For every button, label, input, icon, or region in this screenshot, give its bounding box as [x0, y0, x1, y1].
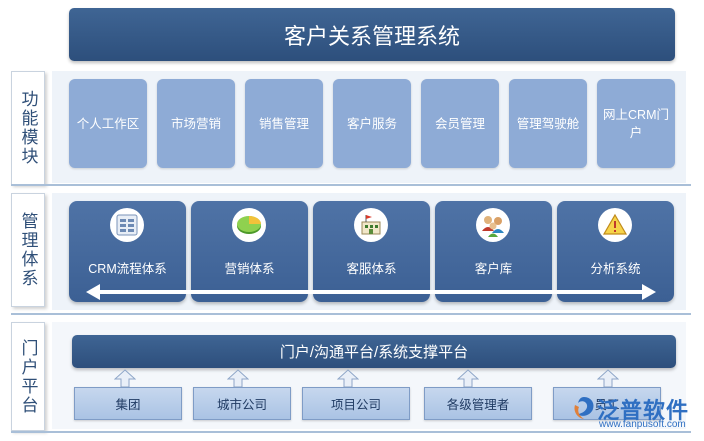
- module-customer-service[interactable]: 客户服务: [333, 79, 411, 168]
- separator: [11, 313, 691, 315]
- system-marketing[interactable]: 营销体系: [191, 201, 308, 302]
- separator: [11, 431, 691, 433]
- module-sales[interactable]: 销售管理: [245, 79, 323, 168]
- section-label-portal: 门户平台: [11, 322, 45, 431]
- module-dashboard[interactable]: 管理驾驶舱: [509, 79, 587, 168]
- system-label: 营销体系: [224, 262, 275, 276]
- entity-project-company[interactable]: 项目公司: [302, 387, 410, 420]
- system-label: 分析系统: [590, 262, 641, 276]
- logo-url: www.fanpusoft.com: [599, 419, 686, 430]
- module-membership[interactable]: 会员管理: [421, 79, 499, 168]
- logo-name: 泛普软件: [597, 398, 690, 423]
- entity-group[interactable]: 集团: [74, 387, 182, 420]
- logo: 泛普软件 www.fanpusoft.com: [567, 391, 701, 433]
- entity-employees[interactable]: 员工: [553, 387, 661, 420]
- up-arrow-icon: [457, 369, 479, 388]
- system-label: 客服体系: [346, 262, 397, 276]
- system-customer-database[interactable]: 客户库: [435, 201, 552, 302]
- entity-managers[interactable]: 各级管理者: [424, 387, 532, 420]
- section-label-management: 管理体系: [11, 193, 45, 307]
- fanpu-logo-icon: [574, 397, 594, 419]
- platform-bar: 门户/沟通平台/系统支撑平台: [72, 335, 676, 368]
- system-crm-process[interactable]: CRM流程体系: [69, 201, 186, 302]
- system-customer-service[interactable]: 客服体系: [313, 201, 430, 302]
- up-arrow-icon: [227, 369, 249, 388]
- section-label-functions: 功能模块: [11, 71, 45, 185]
- service-building-icon: [354, 208, 388, 242]
- up-arrow-icon: [114, 369, 136, 388]
- module-marketing[interactable]: 市场营销: [157, 79, 235, 168]
- system-label: 客户库: [474, 262, 513, 276]
- module-crm-portal[interactable]: 网上CRM门户: [597, 79, 675, 168]
- document-list-icon: [110, 208, 144, 242]
- people-group-icon: [476, 208, 510, 242]
- up-arrow-icon: [597, 369, 619, 388]
- separator: [11, 184, 691, 186]
- system-label: CRM流程体系: [88, 262, 167, 276]
- entity-city-company[interactable]: 城市公司: [193, 387, 291, 420]
- system-analysis[interactable]: 分析系统: [557, 201, 674, 302]
- module-personal-workspace[interactable]: 个人工作区: [69, 79, 147, 168]
- warning-triangle-icon: [598, 208, 632, 242]
- double-arrow-icon: [86, 284, 656, 300]
- pie-chart-icon: [232, 208, 266, 242]
- up-arrow-icon: [337, 369, 359, 388]
- page-title: 客户关系管理系统: [69, 8, 675, 61]
